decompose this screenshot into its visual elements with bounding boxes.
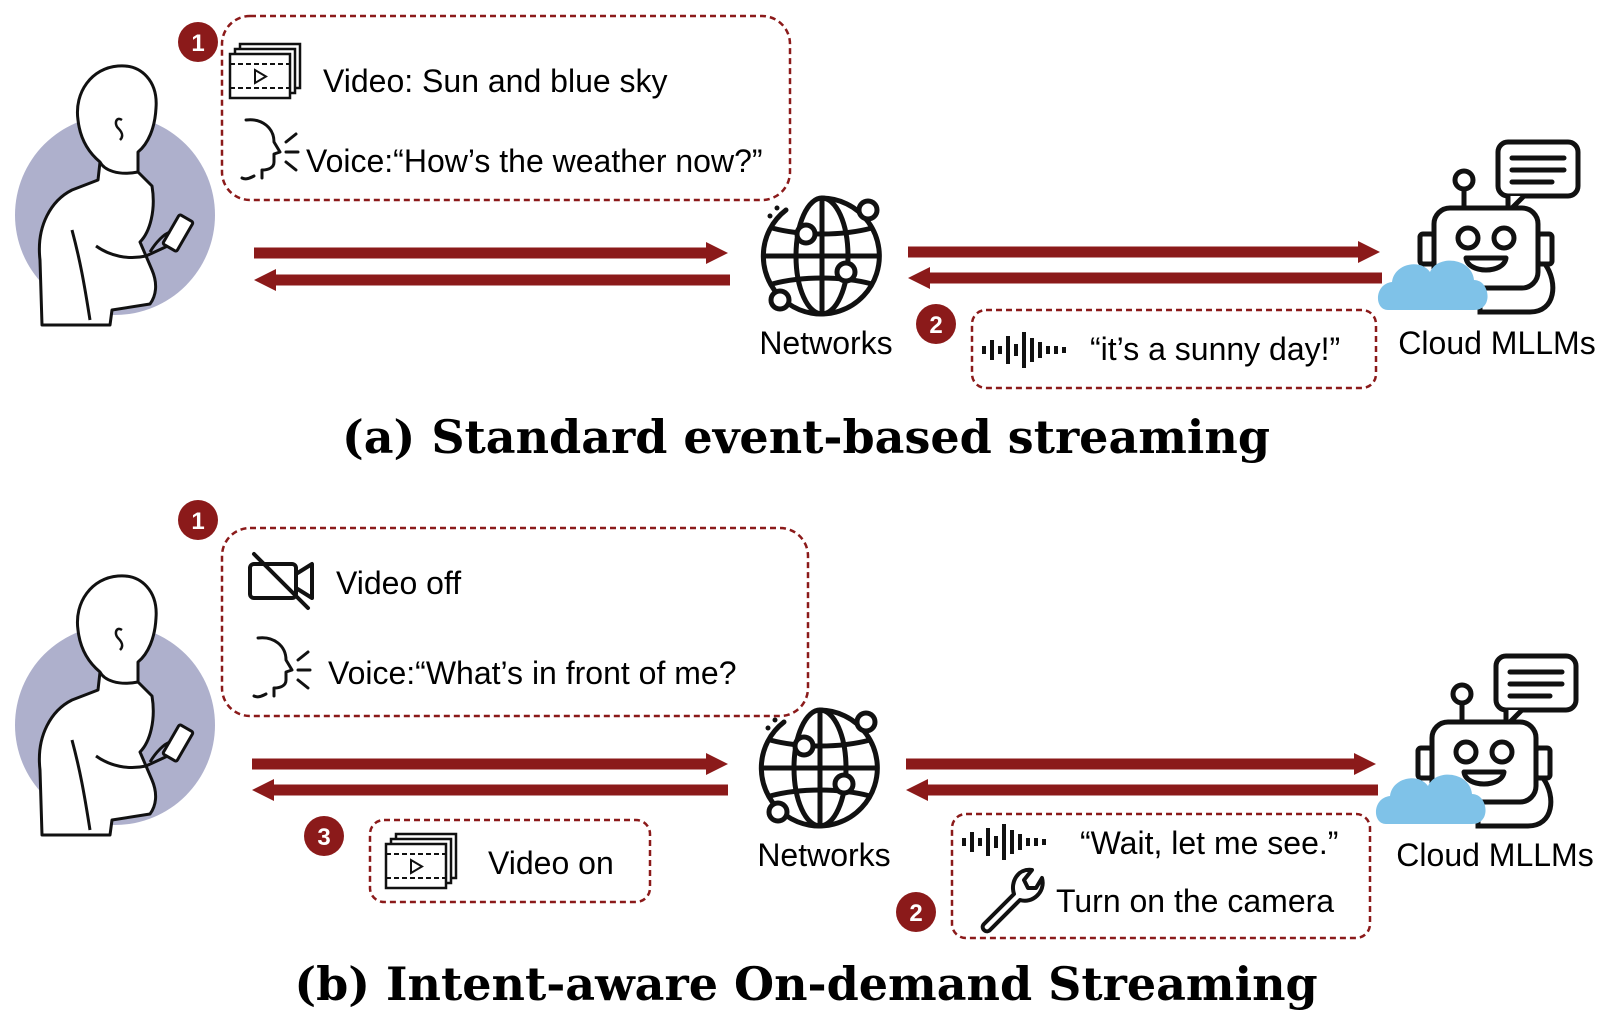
uplink-arrow-b1 — [252, 753, 728, 775]
panel-a: 1 Video: Sun and blue sky Voice:“How’s t… — [13, 14, 1596, 464]
step-badge-1b — [178, 500, 218, 540]
video-on-text: Video on — [488, 845, 614, 881]
tool-call-text: Turn on the camera — [1056, 883, 1334, 919]
cloud-label-b: Cloud MLLMs — [1396, 837, 1593, 873]
video-stack-icon — [384, 832, 458, 890]
caption-b: (b) Intent-aware On-demand Streaming — [294, 957, 1317, 1011]
video-off-text: Video off — [336, 565, 461, 601]
panel-b: 1 Video off Voice:“What’s in front of me… — [13, 500, 1594, 1011]
globe-network-icon — [761, 710, 878, 826]
uplink-arrow-a1 — [254, 242, 728, 264]
step-badge-1a — [178, 22, 218, 62]
audio-wave-icon — [982, 330, 1066, 370]
uplink-arrow-b2 — [906, 753, 1376, 775]
robot-icon — [1376, 656, 1576, 826]
cloud-label: Cloud MLLMs — [1398, 325, 1595, 361]
input-box-a — [220, 14, 792, 202]
step-badge-2a — [916, 304, 956, 344]
network-label-b: Networks — [757, 837, 890, 873]
video-stack-icon — [228, 42, 302, 100]
step-badge-2b — [896, 892, 936, 932]
globe-network-icon — [763, 198, 880, 314]
step-badge-2b-label: 2 — [909, 900, 922, 927]
downlink-arrow-b1 — [252, 779, 728, 801]
video-on-box — [368, 818, 652, 904]
speaking-head-icon — [252, 636, 312, 699]
downlink-arrow-a1 — [254, 269, 730, 291]
network-label: Networks — [759, 325, 892, 361]
downlink-arrow-a2 — [908, 267, 1382, 289]
step-badge-3b — [304, 816, 344, 856]
response-box-a — [970, 308, 1378, 390]
caption-a: (a) Standard event-based streaming — [342, 410, 1270, 464]
uplink-arrow-a2 — [908, 241, 1380, 263]
video-off-icon — [248, 552, 314, 610]
response-text-b: “Wait, let me see.” — [1080, 825, 1338, 861]
step-badge-3b-label: 3 — [317, 824, 330, 851]
step-badge-1a-label: 1 — [191, 30, 204, 57]
robot-icon — [1378, 142, 1578, 312]
step-badge-2a-label: 2 — [929, 312, 942, 339]
downlink-arrow-b2 — [906, 779, 1378, 801]
response-box-b — [950, 812, 1372, 940]
person-icon — [13, 574, 217, 837]
response-text: “it’s a sunny day!” — [1090, 331, 1340, 367]
video-text: Video: Sun and blue sky — [323, 63, 668, 99]
person-icon — [13, 64, 217, 327]
input-box-b — [220, 526, 810, 718]
voice-text-b: Voice:“What’s in front of me? — [328, 655, 736, 691]
wrench-icon — [980, 867, 1045, 934]
voice-text: Voice:“How’s the weather now?” — [306, 143, 763, 179]
audio-wave-icon — [962, 822, 1046, 862]
speaking-head-icon — [240, 118, 300, 181]
step-badge-1b-label: 1 — [191, 508, 204, 535]
